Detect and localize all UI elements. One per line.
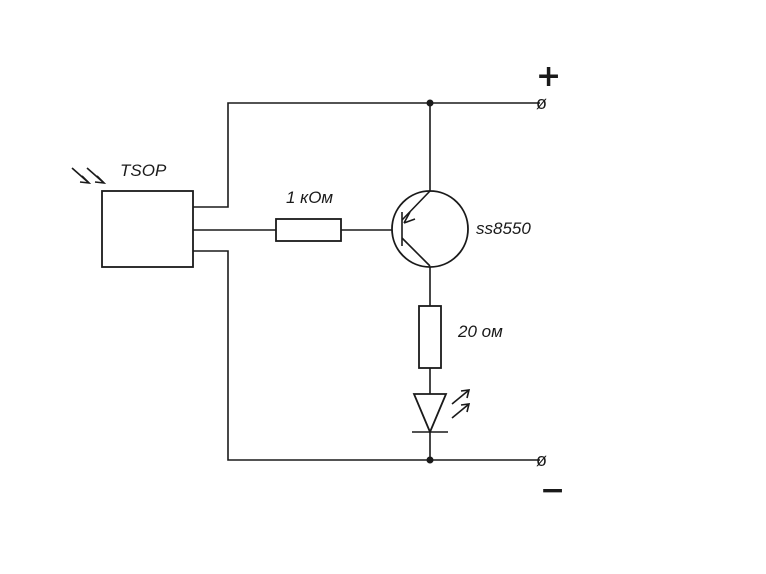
negative-rail-wire	[193, 250, 540, 461]
tsop-label: TSOP	[120, 161, 167, 180]
led-diode	[412, 393, 448, 435]
junction-dot-bottom	[426, 456, 434, 464]
negative-terminal-symbol: ø	[536, 450, 547, 470]
positive-terminal-symbol: ø	[536, 93, 547, 113]
positive-rail-wire	[193, 102, 540, 208]
incoming-light-arrows-icon	[71, 167, 107, 185]
plus-sign: +	[536, 59, 561, 94]
base-resistor	[275, 218, 342, 242]
led-resistor-label: 20 ом	[457, 322, 503, 341]
pnp-transistor	[391, 190, 469, 268]
transistor-label: ss8550	[476, 219, 531, 238]
led-resistor	[418, 305, 442, 369]
tsop-receiver	[101, 190, 194, 268]
base-resistor-label: 1 кОм	[286, 188, 333, 207]
junction-dot-top	[426, 99, 434, 107]
light-emission-arrows-icon	[451, 389, 471, 419]
minus-sign: −	[540, 473, 565, 508]
